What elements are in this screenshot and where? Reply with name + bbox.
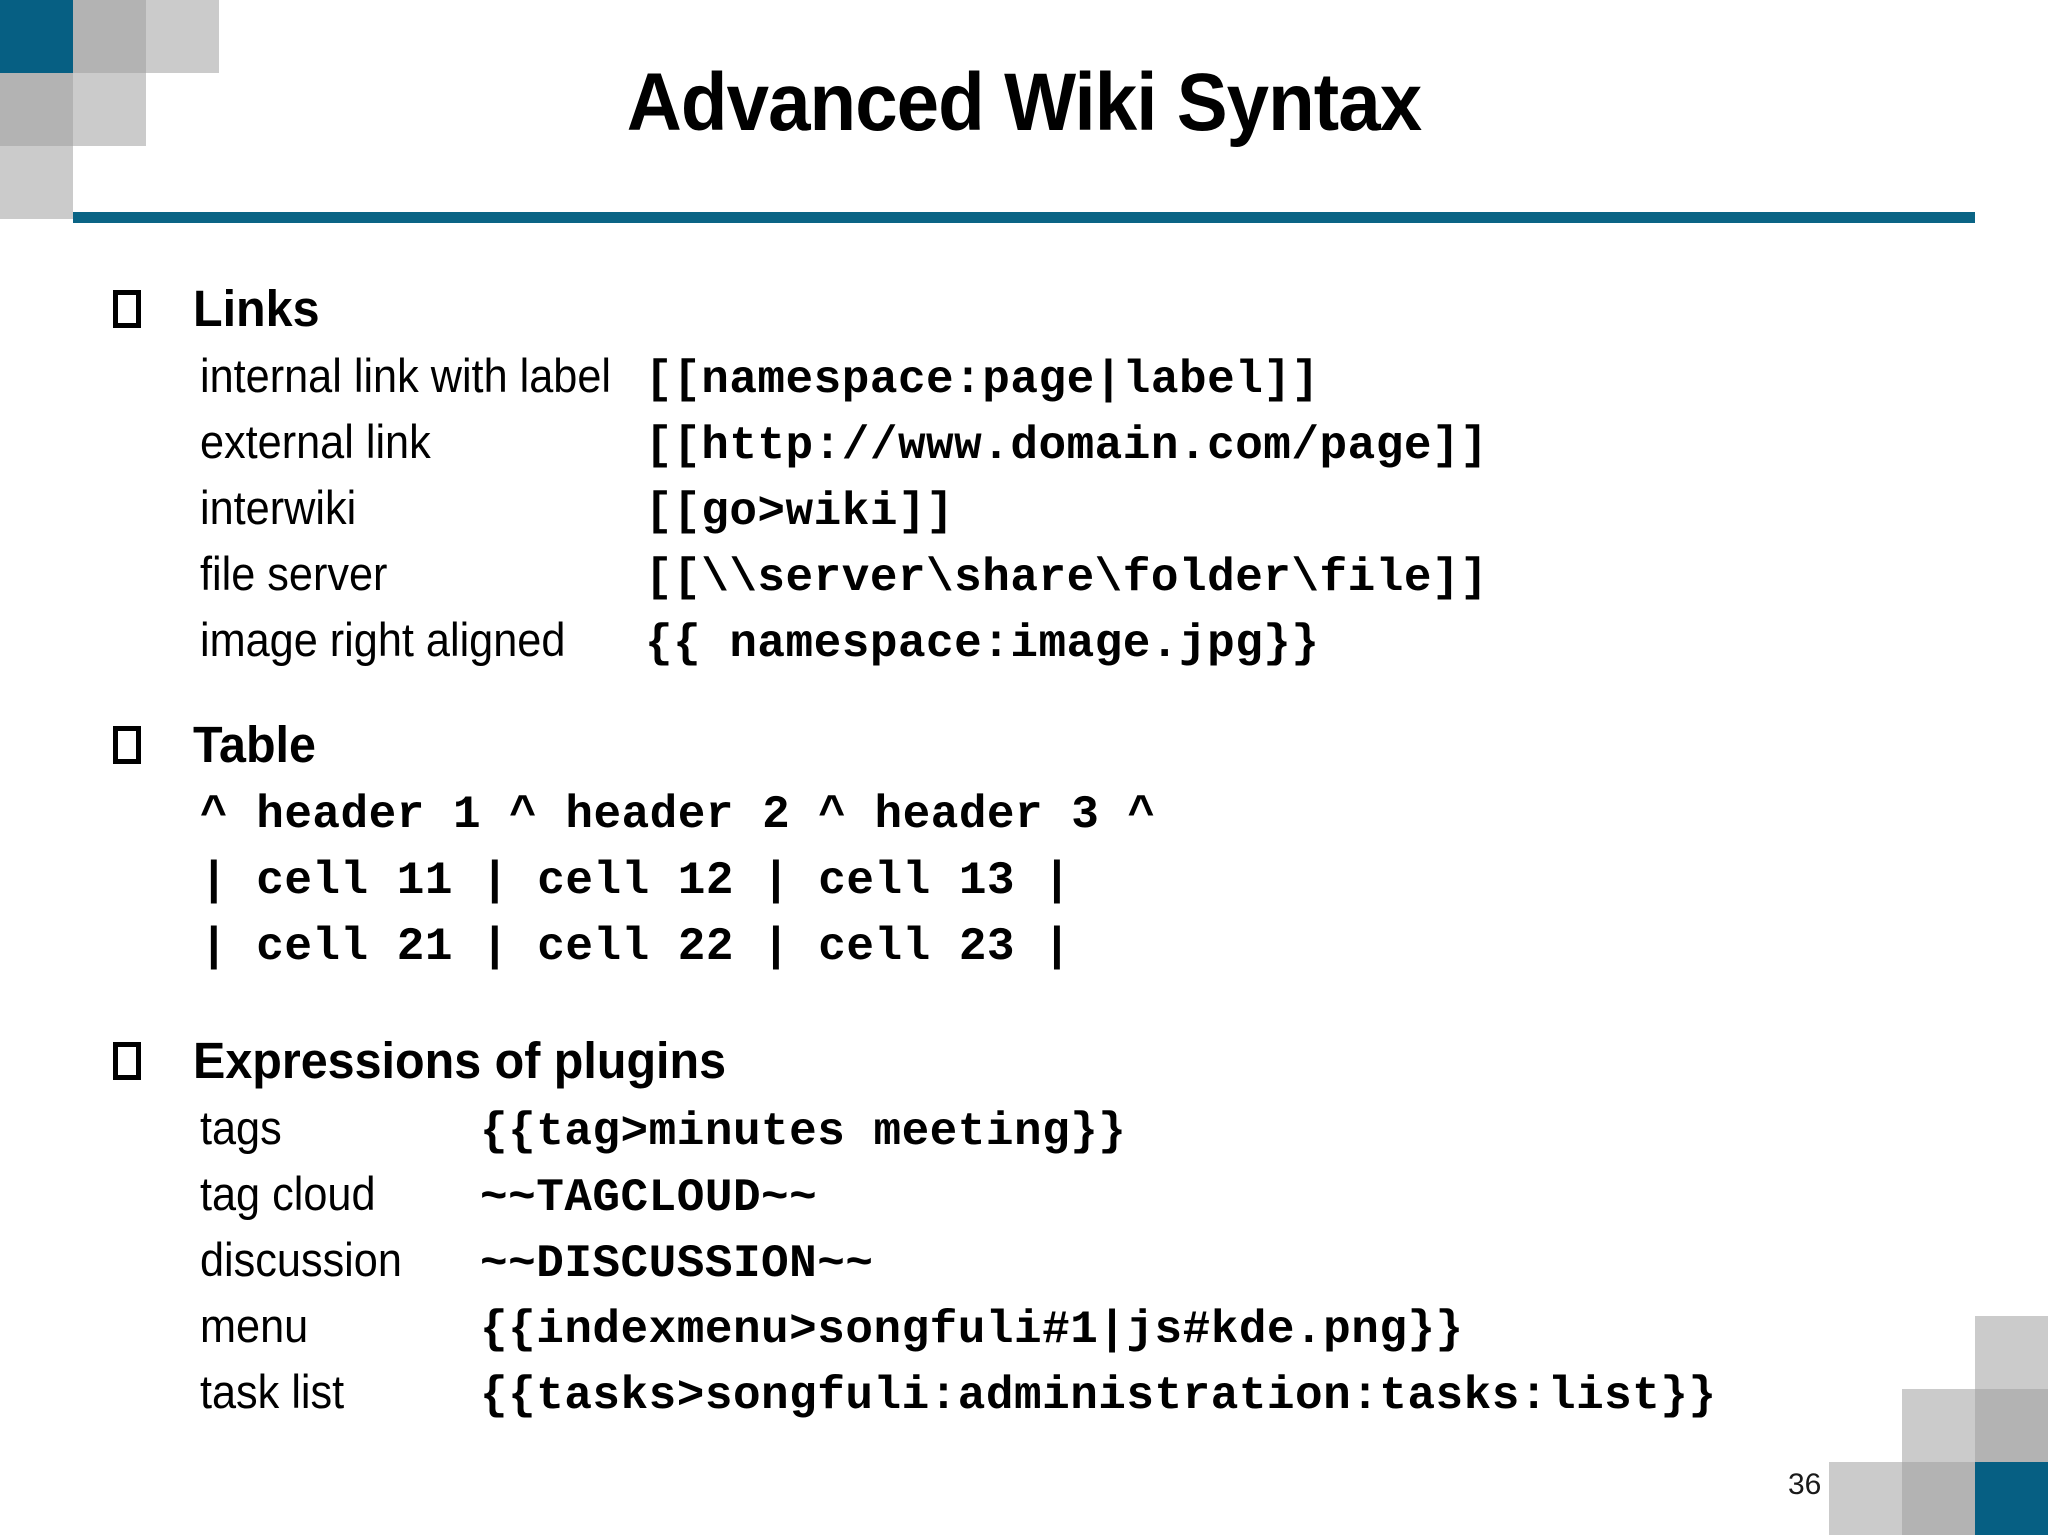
list-item: file server [[\\server\share\folder\file… [0, 544, 2048, 610]
deco-block-bottom-right-gray-2 [1829, 1462, 1902, 1535]
row-code: {{ namespace:image.jpg}} [645, 618, 1320, 670]
page-number: 36 [1788, 1468, 1822, 1501]
table-syntax-line: | cell 21 | cell 22 | cell 23 | [200, 921, 1072, 973]
deco-block-bottom-right-accent [1975, 1462, 2048, 1535]
deco-block-top-left-gray-2 [146, 0, 219, 73]
row-code: ~~DISCUSSION~~ [480, 1238, 874, 1290]
row-label: tags [200, 1101, 282, 1154]
row-code: [[namespace:page|label]] [645, 354, 1320, 406]
list-item: internal link with label [[namespace:pag… [0, 346, 2048, 412]
row-label: interwiki [200, 481, 357, 534]
square-bullet-icon [113, 1042, 153, 1088]
row-code: {{indexmenu>songfuli#1|js#kde.png}} [480, 1304, 1464, 1356]
section-table-title: Table [193, 716, 316, 773]
deco-block-top-left-gray-5 [0, 146, 73, 219]
list-item: discussion ~~DISCUSSION~~ [0, 1230, 2048, 1296]
title-divider-rule [73, 212, 1975, 223]
section-table-rows: ^ header 1 ^ header 2 ^ header 3 ^ | cel… [0, 782, 2048, 980]
section-plugins-rows: tags {{tag>minutes meeting}} tag cloud ~… [0, 1098, 2048, 1428]
list-item: image right aligned {{ namespace:image.j… [0, 610, 2048, 676]
section-plugins-heading-row: Expressions of plugins [0, 1032, 2048, 1098]
slide-body: Links internal link with label [[namespa… [0, 280, 2048, 1428]
section-table-heading-row: Table [0, 716, 2048, 782]
row-code: ~~TAGCLOUD~~ [480, 1172, 818, 1224]
list-item: tag cloud ~~TAGCLOUD~~ [0, 1164, 2048, 1230]
section-links-heading-row: Links [0, 280, 2048, 346]
row-code: {{tag>minutes meeting}} [480, 1106, 1127, 1158]
list-item: tags {{tag>minutes meeting}} [0, 1098, 2048, 1164]
section-spacer [0, 980, 2048, 1032]
row-code: [[go>wiki]] [645, 486, 955, 538]
row-label: internal link with label [200, 349, 611, 402]
list-item: task list {{tasks>songfuli:administratio… [0, 1362, 2048, 1428]
section-plugins-title: Expressions of plugins [193, 1032, 727, 1089]
row-label: discussion [200, 1233, 402, 1286]
deco-block-top-left-gray-1 [73, 0, 146, 73]
deco-block-bottom-right-gray-5 [1975, 1316, 2048, 1389]
row-label: external link [200, 415, 431, 468]
row-label: task list [200, 1365, 345, 1418]
row-code: [[\\server\share\folder\file]] [645, 552, 1489, 604]
deco-block-bottom-right-gray-3 [1975, 1389, 2048, 1462]
section-links: Links internal link with label [[namespa… [0, 280, 2048, 676]
deco-block-top-left-gray-3 [0, 73, 73, 146]
row-label: tag cloud [200, 1167, 376, 1220]
row-label: image right aligned [200, 613, 566, 666]
row-label: file server [200, 547, 388, 600]
list-item: interwiki [[go>wiki]] [0, 478, 2048, 544]
section-links-rows: internal link with label [[namespace:pag… [0, 346, 2048, 676]
row-code: {{tasks>songfuli:administration:tasks:li… [480, 1370, 1717, 1422]
deco-block-top-left-gray-4 [73, 73, 146, 146]
deco-block-top-left-accent [0, 0, 73, 73]
slide-title: Advanced Wiki Syntax [626, 57, 1422, 148]
row-label: menu [200, 1299, 309, 1352]
section-table: Table ^ header 1 ^ header 2 ^ header 3 ^… [0, 716, 2048, 980]
deco-block-bottom-right-gray-1 [1902, 1462, 1975, 1535]
square-bullet-icon [113, 726, 153, 772]
table-syntax-line: | cell 11 | cell 12 | cell 13 | [200, 855, 1072, 907]
section-plugins: Expressions of plugins tags {{tag>minute… [0, 1032, 2048, 1428]
list-item: external link [[http://www.domain.com/pa… [0, 412, 2048, 478]
table-syntax-line: ^ header 1 ^ header 2 ^ header 3 ^ [200, 789, 1156, 841]
deco-block-bottom-right-gray-4 [1902, 1389, 1975, 1462]
square-bullet-icon [113, 290, 153, 336]
list-item: menu {{indexmenu>songfuli#1|js#kde.png}} [0, 1296, 2048, 1362]
section-links-title: Links [193, 280, 320, 337]
section-spacer [0, 676, 2048, 716]
row-code: [[http://www.domain.com/page]] [645, 420, 1489, 472]
